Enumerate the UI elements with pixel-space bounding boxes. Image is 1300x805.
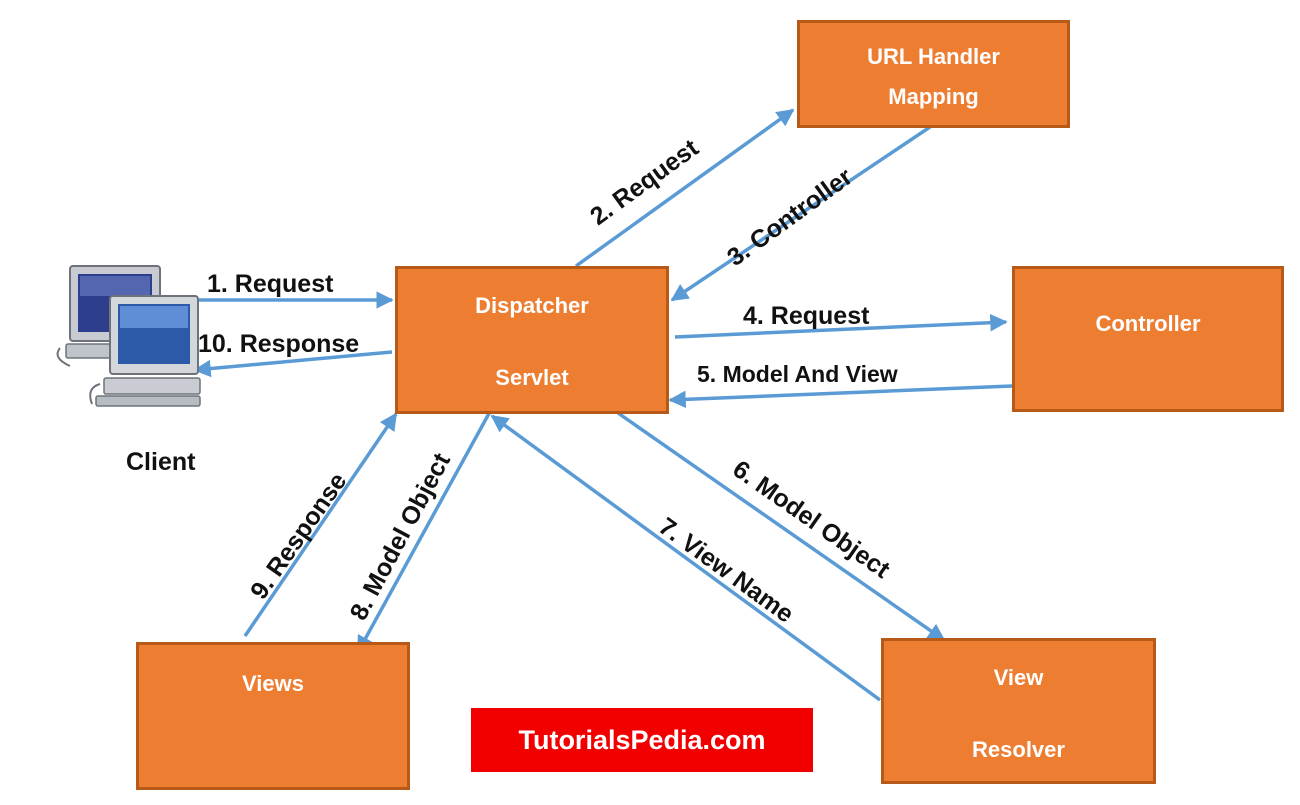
edge-label-5: 5. Model And View <box>697 361 898 387</box>
view-resolver-line1: View <box>993 665 1044 690</box>
views-label: Views <box>242 671 304 696</box>
edge-label-1: 1. Request <box>207 270 334 298</box>
arrow-8-model-object <box>356 407 494 654</box>
edge-label-7: 7. View Name <box>653 512 798 628</box>
dispatcher-servlet-box: Dispatcher Servlet <box>395 266 669 414</box>
edge-label-10: 10. Response <box>198 330 359 358</box>
arrow-9-response <box>243 412 398 637</box>
arrow-5-model-and-view <box>668 384 1013 409</box>
controller-box: Controller <box>1012 266 1284 412</box>
edge-label-6: 6. Model Object <box>728 455 896 584</box>
view-resolver-line2: Resolver <box>972 737 1065 762</box>
url-handler-line1: URL Handler <box>867 44 1000 69</box>
edge-label-8: 8. Model Object <box>345 448 457 625</box>
desktop-computers-icon <box>56 265 201 407</box>
dispatcher-line2: Servlet <box>495 365 569 390</box>
views-box: Views <box>136 642 410 790</box>
view-resolver-box: View Resolver <box>881 638 1156 784</box>
client-label: Client <box>126 448 196 476</box>
brand-banner: TutorialsPedia.com <box>471 708 813 772</box>
arrow-7-view-name <box>490 414 882 702</box>
dispatcher-line1: Dispatcher <box>475 293 589 318</box>
arrow-2-request <box>574 108 795 268</box>
url-handler-mapping-box: URL Handler Mapping <box>797 20 1070 128</box>
arrow-6-model-object <box>616 411 946 642</box>
arrow-3-controller <box>670 125 931 302</box>
url-handler-line2: Mapping <box>888 84 979 109</box>
edge-label-4: 4. Request <box>743 302 870 330</box>
arrow-10-response <box>193 350 393 378</box>
edge-label-9: 9. Response <box>245 468 352 605</box>
edge-label-3: 3. Controller <box>722 162 858 271</box>
controller-label: Controller <box>1095 311 1201 336</box>
arrow-4-request <box>674 313 1008 339</box>
